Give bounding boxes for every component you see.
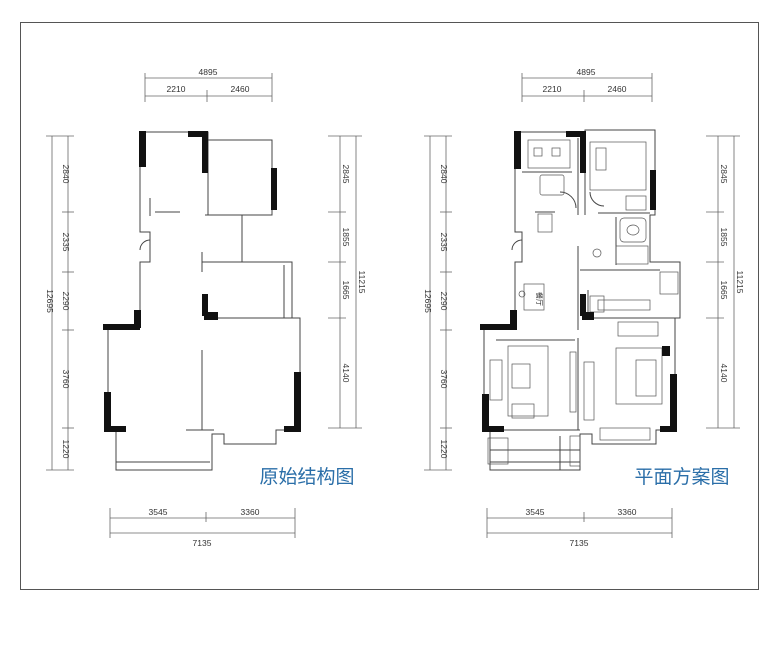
dim-left-1-right: 2840 [439, 165, 449, 184]
left-dimension [46, 135, 74, 471]
dim-right-3-right: 1665 [719, 281, 729, 300]
bed-icon [527, 139, 571, 169]
dim-top-a: 2210 [167, 84, 186, 94]
chair-icon [551, 147, 561, 157]
shoe-cabinet-icon [537, 213, 553, 233]
outline-right [483, 129, 681, 471]
shower-icon [615, 245, 649, 265]
plan-title-scheme: 平面方案图 [634, 466, 729, 488]
dim-left-2: 2335 [61, 233, 71, 252]
sofa-icon [489, 359, 503, 401]
dim-bottom-total: 7135 [193, 538, 212, 548]
outline [107, 131, 301, 471]
dim-right-1: 2845 [341, 165, 351, 184]
bottom-dimension [109, 508, 296, 538]
dim-top-total-right: 4895 [577, 67, 596, 77]
balcony-chairs-icon [599, 427, 651, 441]
dim-right-2-right: 1855 [719, 228, 729, 247]
bed-pillow-icon [635, 359, 657, 397]
left-dimension-right [424, 135, 452, 471]
balcony-cabinet-icon [487, 437, 509, 465]
dim-bottom-total-right: 7135 [570, 538, 589, 548]
dim-bottom-a-right: 3545 [526, 507, 545, 517]
furniture [487, 139, 679, 467]
top-dimension-right [521, 73, 653, 102]
bed-icon [589, 141, 647, 191]
top-dimension [144, 73, 273, 102]
dim-bottom-b-right: 3360 [618, 507, 637, 517]
plant-icon [518, 290, 526, 298]
dim-right-4-right: 4140 [719, 364, 729, 383]
dim-left-1: 2840 [61, 165, 71, 184]
armchair-icon [511, 403, 535, 419]
sink-counter-icon [659, 271, 679, 295]
dim-left-total-right: 12695 [423, 289, 433, 313]
dim-left-3-right: 2290 [439, 292, 449, 311]
nightstand-icon [595, 147, 607, 171]
walls [103, 131, 301, 432]
dim-top-a-right: 2210 [543, 84, 562, 94]
dim-left-5-right: 1220 [439, 440, 449, 459]
wardrobe-icon [617, 321, 659, 337]
rug-icon [507, 345, 549, 417]
drawing-frame [20, 22, 759, 590]
toilet-icon [626, 224, 640, 236]
cabinet-icon [625, 195, 647, 211]
dim-left-5: 1220 [61, 440, 71, 459]
counter-icon [597, 299, 651, 311]
dim-right-4: 4140 [341, 364, 351, 383]
tv-cabinet-icon [569, 351, 577, 413]
dim-left-3: 2290 [61, 292, 71, 311]
dim-left-2-right: 2335 [439, 233, 449, 252]
stove-icon [589, 295, 605, 313]
bathtub-icon [619, 217, 647, 243]
dim-bottom-b: 3360 [241, 507, 260, 517]
plan-scheme [424, 73, 740, 538]
dim-bottom-a: 3545 [149, 507, 168, 517]
right-dimension-right [706, 135, 740, 429]
plan-title-original: 原始结构图 [259, 466, 354, 488]
chair-icon [533, 147, 543, 157]
wardrobe-icon [583, 361, 595, 421]
dim-right-total: 11215 [357, 270, 367, 293]
right-dimension [328, 135, 362, 429]
dim-right-total-right: 11215 [735, 270, 745, 293]
dim-top-total: 4895 [199, 67, 218, 77]
plan-original [46, 73, 362, 538]
dim-top-b-right: 2460 [608, 84, 627, 94]
armchair-icon [539, 174, 565, 196]
sink-icon [592, 248, 602, 258]
dim-left-4: 3760 [61, 370, 71, 389]
room-label-dining: 餐厅 [535, 292, 544, 306]
dim-left-4-right: 3760 [439, 370, 449, 389]
dim-top-b: 2460 [231, 84, 250, 94]
bottom-dimension-right [486, 508, 673, 538]
dim-right-1-right: 2845 [719, 165, 729, 184]
dim-right-2: 1855 [341, 228, 351, 247]
washer-icon [569, 435, 581, 467]
dining-table-icon [523, 283, 545, 311]
walls-right [480, 131, 677, 432]
dim-right-3: 1665 [341, 281, 351, 300]
dim-left-total: 12695 [45, 289, 55, 313]
coffee-table-icon [511, 363, 531, 389]
bed-icon [615, 347, 663, 405]
